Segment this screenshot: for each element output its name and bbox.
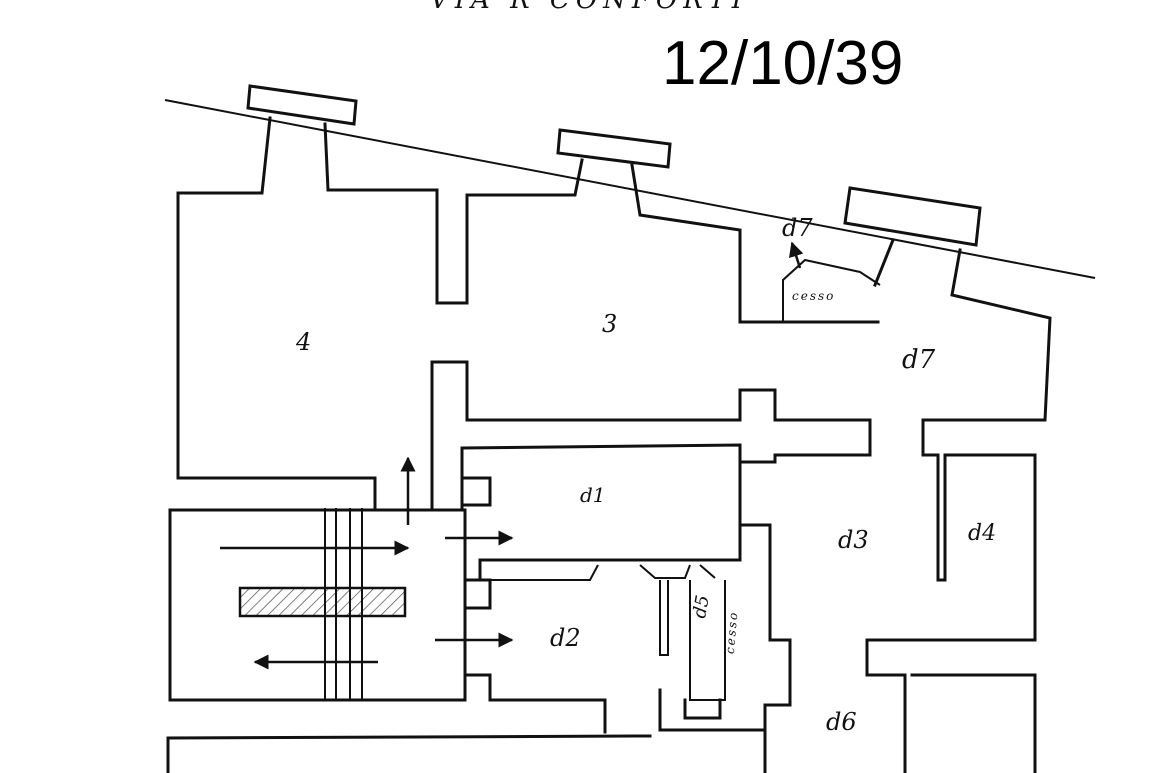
room-label-d7-small: d7 — [782, 214, 813, 242]
street-line — [164, 99, 1096, 279]
room-label-4: 4 — [295, 328, 311, 356]
balcony — [246, 84, 358, 126]
wall-room-3-east — [630, 163, 880, 324]
balcony — [556, 128, 672, 169]
room-label-3: 3 — [602, 310, 617, 338]
wall-cesso-mid — [659, 580, 726, 701]
room-label-d6: d6 — [826, 708, 857, 736]
wall-d7-east — [865, 238, 1052, 773]
cesso-label-top: cesso — [792, 289, 835, 303]
room-label-d5: d5 — [689, 594, 714, 620]
wall-room-d5 — [738, 523, 792, 773]
wall-bottom — [166, 734, 652, 773]
wall-room-d2 — [463, 578, 607, 734]
room-label-d7-main: d7 — [902, 345, 936, 375]
wall-room-4 — [176, 116, 872, 512]
room-label-d1: d1 — [580, 483, 606, 507]
stair-landing — [238, 586, 407, 618]
date-stamp: 12/10/39 — [662, 29, 903, 98]
cesso-label-mid: cesso — [723, 610, 741, 654]
wall-room-d1 — [460, 443, 742, 582]
wall-room-3 — [323, 122, 584, 305]
stair-treads — [324, 508, 363, 700]
wall-d4-east — [910, 453, 1037, 773]
staircase-box — [168, 508, 467, 702]
direction-arrows — [220, 241, 804, 670]
street-label: VIA R CONFORTI — [430, 0, 748, 15]
balcony — [843, 186, 982, 247]
room-label-d3: d3 — [838, 526, 869, 554]
room-label-d2: d2 — [550, 624, 581, 652]
wall-d6 — [658, 688, 767, 732]
wall-cesso-top — [782, 258, 881, 322]
wall-d2-top — [490, 564, 716, 581]
room-label-d4: d4 — [968, 521, 996, 546]
wall-d1-side — [460, 476, 492, 507]
